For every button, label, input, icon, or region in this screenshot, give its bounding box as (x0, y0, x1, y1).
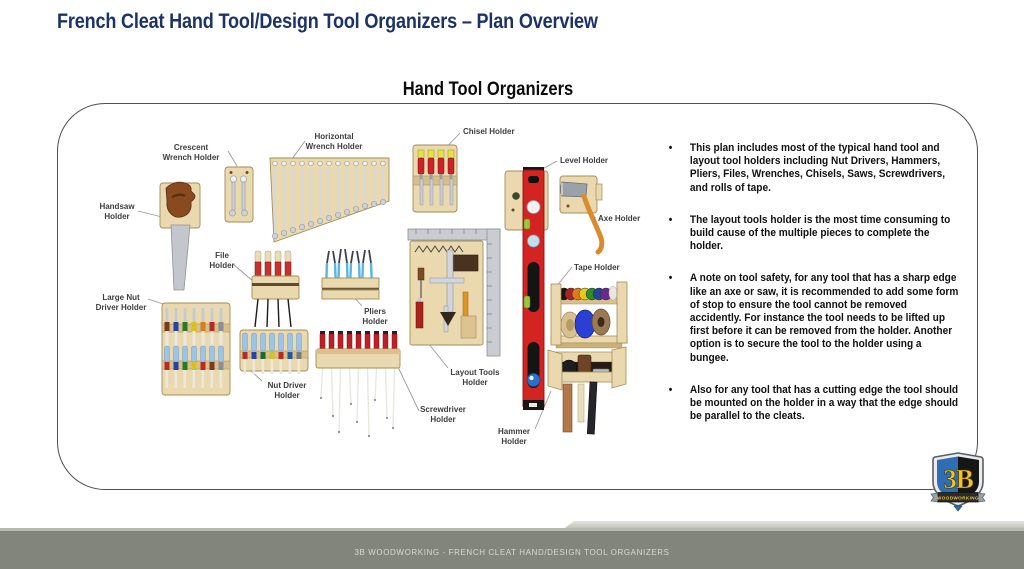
label-screwdriver-holder: Screwdriver Holder (420, 405, 466, 424)
slide-title: French Cleat Hand Tool/Design Tool Organ… (57, 10, 598, 33)
note-item: This plan includes most of the typical h… (666, 142, 960, 195)
large-nut-driver-holder-graphic (161, 302, 231, 396)
logo-shield-icon: 3B WOODWORKING (930, 452, 986, 512)
hammer-holder-graphic (547, 346, 627, 435)
axe-holder-graphic (559, 175, 605, 255)
logo-monogram: 3B (943, 464, 974, 494)
tape-holder-graphic (550, 281, 628, 349)
label-level-holder: Level Holder (560, 156, 609, 165)
label-crescent-wrench-holder: Crescent Wrench Holder (162, 143, 220, 162)
logo-wordmark: WOODWORKING (937, 496, 979, 501)
label-layout-tools-holder: Layout Tools Holder (450, 368, 500, 387)
label-pliers-holder: Pliers Holder (362, 307, 388, 326)
label-horizontal-wrench-holder: Horizontal Wrench Holder (305, 132, 363, 151)
crescent-wrench-holder-graphic (224, 166, 254, 223)
footer-text: 3B WOODWORKING - FRENCH CLEAT HAND/DESIG… (354, 547, 670, 557)
section-heading: Hand Tool Organizers (402, 79, 574, 100)
label-tape-holder: Tape Holder (574, 263, 620, 272)
horizontal-wrench-holder-graphic (269, 157, 390, 243)
label-hammer-holder: Hammer Holder (497, 427, 531, 446)
label-file-holder: File Holder (209, 251, 235, 270)
note-item: The layout tools holder is the most time… (666, 214, 960, 254)
note-item: Also for any tool that has a cutting edg… (666, 384, 960, 424)
footer-top-line (0, 528, 1024, 531)
footer-accent-wedge (561, 521, 1024, 531)
level-holder-graphic (504, 167, 549, 410)
label-handsaw-holder: Handsaw Holder (99, 202, 135, 221)
label-axe-holder: Axe Holder (598, 214, 641, 223)
file-holder-graphic (251, 250, 300, 328)
label-nut-driver-holder: Nut Driver Holder (267, 381, 307, 400)
nut-driver-holder-graphic (239, 329, 309, 374)
screwdriver-holder-graphic (315, 331, 401, 437)
note-item: A note on tool safety, for any tool that… (666, 272, 960, 364)
pliers-holder-graphic (321, 248, 380, 300)
label-large-nut-driver-holder: Large Nut Driver Holder (95, 293, 147, 312)
layout-tools-holder-graphic (407, 228, 501, 357)
chisel-holder-graphic (412, 144, 458, 213)
notes-list: This plan includes most of the typical h… (666, 142, 960, 442)
company-logo: 3B WOODWORKING (930, 452, 986, 512)
label-chisel-holder: Chisel Holder (463, 127, 515, 136)
handsaw-holder-graphic (159, 181, 201, 291)
footer-bar: 3B WOODWORKING - FRENCH CLEAT HAND/DESIG… (0, 531, 1024, 569)
